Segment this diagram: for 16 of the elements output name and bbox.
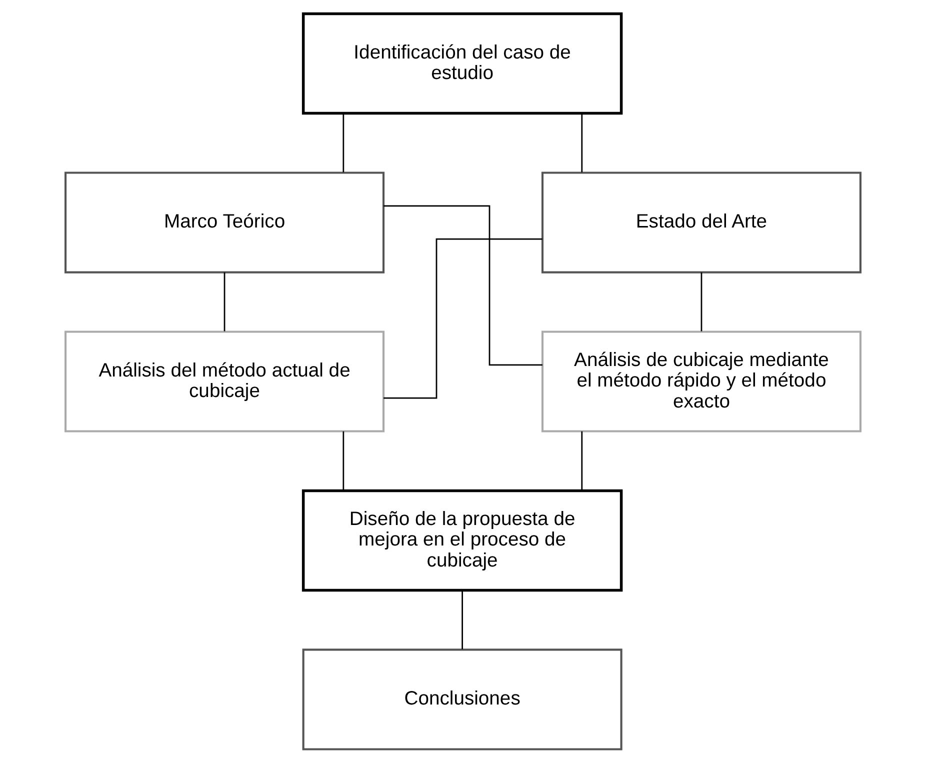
connector [223, 272, 225, 332]
node-box: Estado del Arte [540, 172, 861, 274]
node-box: Análisis del método actual de cubicaje [64, 330, 384, 432]
connector [580, 431, 582, 490]
connector [383, 238, 542, 399]
node-box: Conclusiones [302, 648, 622, 750]
connector [342, 113, 344, 172]
node-box: Diseño de la propuesta de mejora en el proceso de cubicaje [301, 489, 622, 592]
connector [461, 590, 462, 650]
connector [383, 205, 542, 366]
connector [580, 113, 582, 172]
node-box: Identificación del caso de estudio [301, 12, 622, 115]
connector [700, 272, 702, 332]
node-box: Análisis de cubicaje mediante el método rápido y el método exacto [540, 330, 861, 432]
node-box: Marco Teórico [64, 172, 384, 274]
connector [342, 431, 344, 490]
